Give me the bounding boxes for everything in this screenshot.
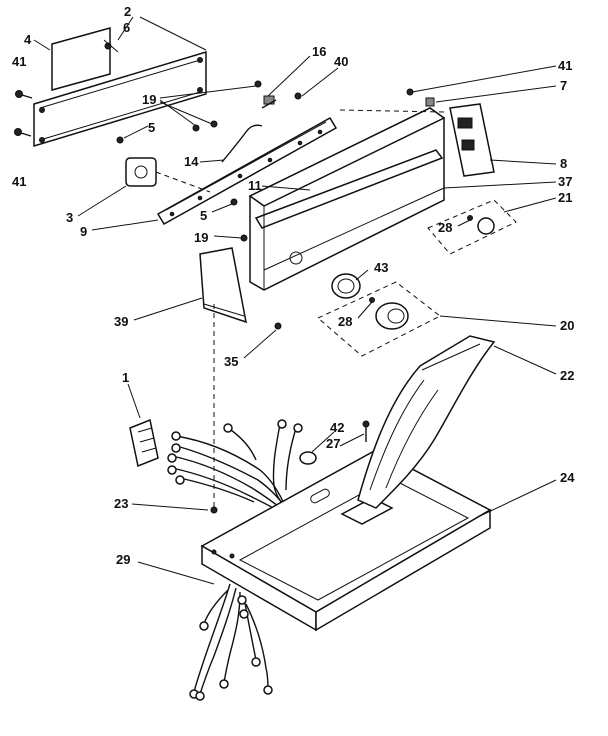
callout-16: 16 [312, 44, 326, 59]
callout-7: 7 [560, 78, 567, 93]
panel-bracket-9 [156, 116, 338, 226]
terminal-block-1 [129, 418, 159, 468]
callout-4: 4 [24, 32, 32, 47]
callout-5-lower: 5 [200, 208, 207, 223]
bezel-43 [331, 273, 361, 299]
callout-24: 24 [560, 470, 575, 485]
clip-42 [299, 451, 317, 465]
callout-37: 37 [558, 174, 572, 189]
screw-5-lower [230, 198, 238, 206]
callout-40: 40 [334, 54, 348, 69]
callout-11: 11 [248, 178, 262, 193]
end-cap-8 [406, 88, 495, 177]
callout-9: 9 [80, 224, 87, 239]
control-panel-bracket [156, 116, 338, 226]
callout-21: 21 [558, 190, 572, 205]
callout-35: 35 [224, 354, 238, 369]
leader-lines [33, 16, 557, 585]
callout-27: 27 [326, 436, 340, 451]
callout-43: 43 [374, 260, 388, 275]
lint-chute-22 [357, 335, 496, 509]
callout-41-top-left: 41 [12, 54, 26, 69]
knob-assembly-20 [317, 281, 441, 357]
callout-5-top: 5 [148, 120, 155, 135]
callout-labels: 2 6 4 41 41 16 40 41 7 19 5 14 11 8 37 2… [12, 4, 575, 567]
rear-panel [33, 50, 207, 148]
callout-41-right: 41 [558, 58, 572, 73]
callout-28-lower: 28 [338, 314, 352, 329]
callout-23: 23 [114, 496, 128, 511]
callout-41-bottom-left: 41 [12, 174, 26, 189]
console-top [248, 107, 446, 207]
rear-panel-bracket [51, 27, 111, 91]
knob-assembly-21 [427, 199, 517, 255]
rear-panel-assembly [33, 27, 207, 148]
screw-27 [362, 420, 370, 442]
timer-switch-3 [125, 157, 211, 193]
callout-22: 22 [560, 368, 574, 383]
main-harness-29 [189, 583, 273, 701]
overlay-39 [199, 247, 247, 324]
callout-39: 39 [114, 314, 128, 329]
top-panel-24 [200, 449, 492, 632]
console-housing [248, 107, 446, 291]
wire-harness-upper [167, 419, 303, 515]
callout-42: 42 [330, 420, 344, 435]
console-window-11 [254, 149, 444, 229]
clips-16-40 [261, 92, 302, 109]
callout-20: 20 [560, 318, 574, 333]
callout-29: 29 [116, 552, 130, 567]
callout-19-top: 19 [142, 92, 156, 107]
callout-28-upper: 28 [438, 220, 452, 235]
callout-6: 6 [123, 20, 130, 35]
callout-8: 8 [560, 156, 567, 171]
screws-19-top [116, 80, 262, 144]
wire-14 [221, 124, 263, 163]
callout-2: 2 [124, 4, 131, 19]
callout-3: 3 [66, 210, 73, 225]
screws-41-left [14, 90, 33, 137]
screw-35 [274, 322, 282, 330]
callout-19-lower: 19 [194, 230, 208, 245]
callout-1: 1 [122, 370, 129, 385]
top-side-edge [315, 508, 491, 632]
callout-14: 14 [184, 154, 199, 169]
